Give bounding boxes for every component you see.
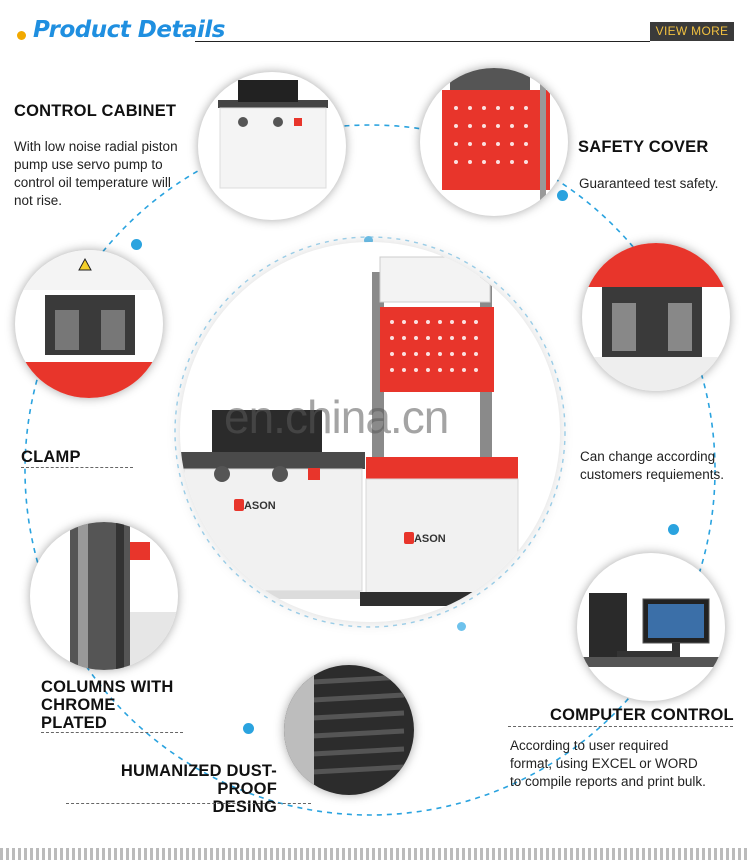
brand-logo-icon bbox=[404, 532, 414, 544]
computer-control-desc: According to user required format, using… bbox=[510, 738, 706, 789]
dust-proof-image bbox=[284, 665, 414, 795]
customization-desc: Can change according customers requiemen… bbox=[580, 449, 725, 482]
connector-node bbox=[243, 723, 254, 734]
brand-label-frame: KASON bbox=[406, 533, 446, 545]
connector-node bbox=[557, 190, 568, 201]
computer-image bbox=[577, 553, 725, 701]
view-more-button[interactable]: VIEW MORE bbox=[650, 22, 734, 41]
brand-label-cabinet: KASON bbox=[236, 500, 276, 512]
clamp-image bbox=[15, 250, 163, 398]
watermark: en.china.cn bbox=[224, 391, 449, 443]
connector-node bbox=[457, 622, 466, 631]
connector-node bbox=[364, 236, 373, 245]
columns-image bbox=[30, 522, 178, 670]
crosshead-image bbox=[582, 243, 730, 391]
main-product-circle bbox=[180, 242, 560, 622]
clamp-title: CLAMP bbox=[21, 448, 133, 468]
connector-node bbox=[668, 524, 679, 535]
connector-node bbox=[131, 239, 142, 250]
bottom-border bbox=[0, 848, 750, 860]
bullet-dot-icon bbox=[17, 31, 26, 40]
safety-cover-title: SAFETY COVER bbox=[578, 138, 709, 156]
columns-title: COLUMNS WITH CHROME PLATED bbox=[41, 678, 183, 733]
dust-proof-divider bbox=[66, 803, 311, 805]
computer-control-title: COMPUTER CONTROL bbox=[550, 706, 734, 724]
computer-control-divider bbox=[508, 726, 733, 728]
header-divider bbox=[195, 41, 650, 42]
control-cabinet-desc: With low noise radial piston pump use se… bbox=[14, 139, 178, 208]
safety-cover-desc: Guaranteed test safety. bbox=[579, 176, 719, 191]
control-cabinet-image bbox=[198, 72, 346, 220]
control-cabinet-title: CONTROL CABINET bbox=[14, 102, 177, 120]
section-title: Product Details bbox=[33, 17, 225, 43]
safety-cover-image bbox=[420, 68, 568, 216]
dust-proof-title: HUMANIZED DUST-PROOF DESING bbox=[120, 762, 277, 816]
brand-logo-icon bbox=[234, 499, 244, 511]
